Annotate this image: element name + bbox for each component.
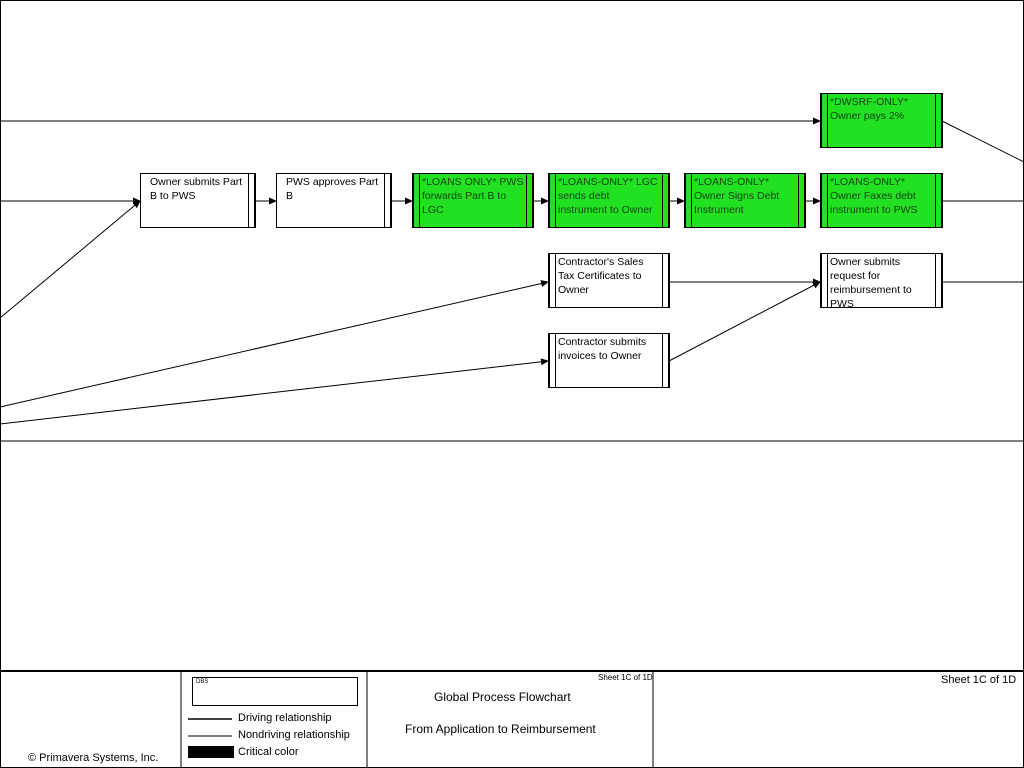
rel-invoices-to-request — [668, 281, 821, 362]
activity-label: *LOANS ONLY* PWS forwards Part B to LGC — [422, 176, 524, 216]
activity-loans-owner-signs[interactable]: *LOANS-ONLY* Owner Signs Debt Instrument — [684, 173, 806, 228]
legend-driving-label: Driving relationship — [238, 712, 332, 724]
chart-title: Global Process Flowchart — [434, 690, 571, 704]
activity-contractor-invoices[interactable]: Contractor submits invoices to Owner — [548, 333, 670, 388]
activity-label: Owner submits request for reimbursement … — [830, 256, 912, 310]
activity-pws-approves-part-b[interactable]: PWS approves Part B — [276, 173, 392, 228]
legend-title: DBS — [196, 679, 209, 685]
activity-loans-owner-faxes[interactable]: *LOANS-ONLY* Owner Faxes debt instrument… — [820, 173, 943, 228]
rel-dwsrf-out — [941, 120, 1024, 163]
chart-subtitle: From Application to Reimbursement — [405, 722, 596, 736]
activity-label: Contractor submits invoices to Owner — [558, 336, 647, 362]
activity-label: Owner submits Part B to PWS — [150, 176, 243, 202]
activity-contractor-sales-tax[interactable]: Contractor's Sales Tax Certificates to O… — [548, 253, 670, 308]
activity-owner-submits-part-b[interactable]: Owner submits Part B to PWS — [140, 173, 256, 228]
activity-owner-request-reimbursement[interactable]: Owner submits request for reimbursement … — [820, 253, 943, 310]
activity-label: *LOANS-ONLY* Owner Faxes debt instrument… — [830, 176, 918, 216]
sheet-number-small: Sheet 1C of 1D — [598, 673, 653, 682]
activity-loans-lgc-sends[interactable]: *LOANS-ONLY* LGC sends debt instrument t… — [548, 173, 670, 228]
activity-label: *LOANS-ONLY* LGC sends debt instrument t… — [558, 176, 658, 216]
rel-to-sales-tax — [0, 280, 549, 408]
rel-to-invoices — [0, 358, 549, 425]
legend-title-box — [192, 677, 358, 706]
legend-critical-label: Critical color — [238, 746, 299, 758]
activity-label: Contractor's Sales Tax Certificates to O… — [558, 256, 644, 296]
rel-diag-to-part-b — [0, 200, 141, 319]
sheet-number: Sheet 1C of 1D — [941, 674, 1017, 686]
activity-label: *DWSRF-ONLY* Owner pays 2% — [830, 96, 908, 122]
legend-critical-swatch — [188, 746, 234, 758]
activity-label: PWS approves Part B — [286, 176, 379, 202]
copyright-text: © Primavera Systems, Inc. — [28, 752, 159, 764]
activity-dwsrf-owner-pays[interactable]: *DWSRF-ONLY* Owner pays 2% — [820, 93, 943, 148]
legend-nondriving-label: Nondriving relationship — [238, 729, 350, 741]
activity-label: *LOANS-ONLY* Owner Signs Debt Instrument — [694, 176, 780, 216]
activity-loans-pws-forwards[interactable]: *LOANS ONLY* PWS forwards Part B to LGC — [412, 173, 534, 228]
